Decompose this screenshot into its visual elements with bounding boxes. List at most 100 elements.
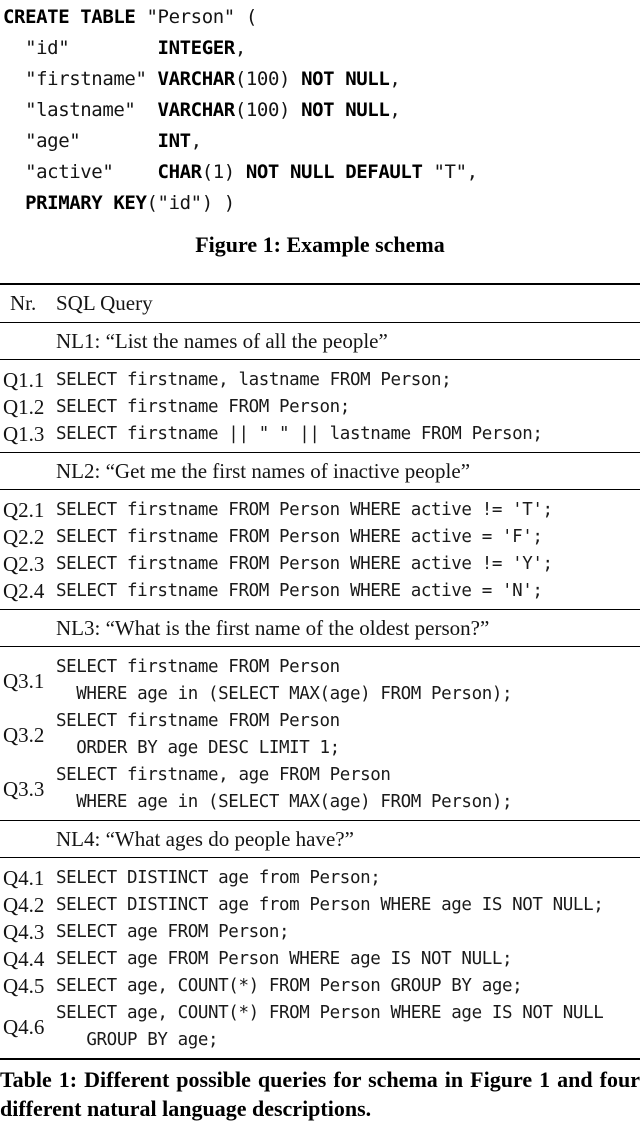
sql-query: SELECT firstname, age FROM Person WHERE … [56,765,513,812]
sql-text: "id" [3,37,158,59]
sql-query: SELECT firstname FROM Person ORDER BY ag… [56,711,340,758]
query-id: Q2.1 [3,498,45,522]
query-id: Q3.3 [3,776,45,801]
table-row: Q3.3 SELECT firstname, age FROM Person WH… [0,762,640,816]
sql-query: SELECT firstname, lastname FROM Person; [56,370,452,390]
sql-keyword: INT [157,130,192,152]
sql-text: , [389,68,401,90]
sql-query: SELECT firstname FROM Person WHERE activ… [56,554,553,574]
sql-text: (100) [234,68,302,90]
sql-text [3,192,25,214]
sql-keyword: PRIMARY KEY [25,192,147,214]
table-row: Q4.2 SELECT DISTINCT age from Person WHER… [0,892,640,919]
sql-query: SELECT firstname || " " || lastname FROM… [56,424,543,444]
sql-keyword: NOT NULL [301,68,390,90]
sql-text: "Person" ( [135,6,258,28]
sql-query: SELECT DISTINCT age from Person; [56,868,381,888]
sql-query: SELECT DISTINCT age from Person WHERE ag… [56,895,604,915]
sql-keyword: NOT NULL [301,99,390,121]
table-row: Q4.1 SELECT DISTINCT age from Person; [0,865,640,892]
sql-query: SELECT age, COUNT(*) FROM Person GROUP B… [56,976,523,996]
schema-code-line: CREATE TABLE "Person" ( [3,2,640,33]
sql-text: "firstname" [3,68,158,90]
nl-description: NL3: “What is the first name of the olde… [0,610,640,647]
query-block: Q1.1 SELECT firstname, lastname FROM Pers… [0,360,640,453]
schema-code-line: "lastname" VARCHAR(100) NOT NULL, [3,95,640,126]
sql-query: SELECT firstname FROM Person; [56,397,350,417]
query-id: Q4.3 [3,920,45,944]
table-row: Q4.5 SELECT age, COUNT(*) FROM Person GRO… [0,973,640,1000]
table-caption: Table 1: Different possible queries for … [0,1067,640,1121]
col-header-sql-query: SQL Query [56,291,153,315]
sql-keyword: VARCHAR [157,68,236,90]
query-id: Q1.3 [3,422,45,446]
sql-text: (1) [201,161,246,183]
table-row: Q3.2 SELECT firstname FROM Person ORDER B… [0,708,640,762]
query-id: Q4.6 [3,1014,45,1039]
query-id: Q2.3 [3,552,45,576]
schema-code-line: "age" INT, [3,126,640,157]
sql-keyword: CHAR [157,161,203,183]
query-group: NL1: “List the names of all the people” Q… [0,323,640,453]
sql-keyword: NOT NULL DEFAULT [245,161,423,183]
schema-code-line: "id" INTEGER, [3,33,640,64]
table-row: Q4.3 SELECT age FROM Person; [0,919,640,946]
query-id: Q3.1 [3,668,45,693]
sql-text: , [234,37,246,59]
table-row: Q1.1 SELECT firstname, lastname FROM Pers… [0,367,640,394]
query-id: Q2.4 [3,579,45,603]
nl-description: NL1: “List the names of all the people” [0,323,640,360]
schema-code-line: "active" CHAR(1) NOT NULL DEFAULT "T", [3,157,640,188]
table-body: NL1: “List the names of all the people” Q… [0,323,640,1058]
sql-text: (100) [234,99,302,121]
table-row: Q2.3 SELECT firstname FROM Person WHERE a… [0,551,640,578]
sql-query: SELECT firstname FROM Person WHERE activ… [56,581,543,601]
table-row: Q2.2 SELECT firstname FROM Person WHERE a… [0,524,640,551]
query-group: NL3: “What is the first name of the olde… [0,610,640,821]
table-header-row: Nr. SQL Query [0,285,640,323]
sql-text: , [389,99,401,121]
sql-text: "T", [422,161,479,183]
sql-keyword: CREATE TABLE [3,6,136,28]
query-id: Q1.1 [3,368,45,392]
figure-caption: Figure 1: Example schema [195,232,445,257]
sql-keyword: VARCHAR [157,99,236,121]
table-row: Q1.3 SELECT firstname || " " || lastname … [0,421,640,448]
query-id: Q4.5 [3,974,45,998]
sql-keyword: INTEGER [157,37,236,59]
sql-query: SELECT age FROM Person WHERE age IS NOT … [56,949,513,969]
sql-query: SELECT firstname FROM Person WHERE activ… [56,527,543,547]
sql-query: SELECT firstname FROM Person WHERE age i… [56,657,513,704]
query-id: Q3.2 [3,722,45,747]
query-id: Q4.2 [3,893,45,917]
query-id: Q2.2 [3,525,45,549]
query-group: NL2: “Get me the first names of inactive… [0,453,640,610]
query-id: Q4.4 [3,947,45,971]
table-row: Q2.4 SELECT firstname FROM Person WHERE a… [0,578,640,605]
sql-text: "active" [3,161,158,183]
query-id: Q4.1 [3,866,45,890]
sql-text: "age" [3,130,158,152]
table-row: Q3.1 SELECT firstname FROM Person WHERE a… [0,654,640,708]
sql-text: , [190,130,202,152]
nl-description: NL4: “What ages do people have?” [0,821,640,858]
query-block: Q3.1 SELECT firstname FROM Person WHERE a… [0,647,640,821]
sql-text: "lastname" [3,99,158,121]
schema-code-line: PRIMARY KEY("id") ) [3,188,640,219]
schema-code-line: "firstname" VARCHAR(100) NOT NULL, [3,64,640,95]
table-row: Q4.6 SELECT age, COUNT(*) FROM Person WHE… [0,1000,640,1054]
table-row: Q4.4 SELECT age FROM Person WHERE age IS … [0,946,640,973]
query-block: Q4.1 SELECT DISTINCT age from Person; Q4.2… [0,858,640,1058]
query-table: Nr. SQL Query NL1: “List the names of al… [0,283,640,1060]
sql-query: SELECT age, COUNT(*) FROM Person WHERE a… [56,1003,604,1050]
sql-query: SELECT age FROM Person; [56,922,290,942]
col-header-nr: Nr. [10,291,37,315]
nl-description: NL2: “Get me the first names of inactive… [0,453,640,490]
sql-text: ("id") ) [146,192,236,214]
schema-code-block: CREATE TABLE "Person" ( "id" INTEGER, "f… [0,0,640,219]
